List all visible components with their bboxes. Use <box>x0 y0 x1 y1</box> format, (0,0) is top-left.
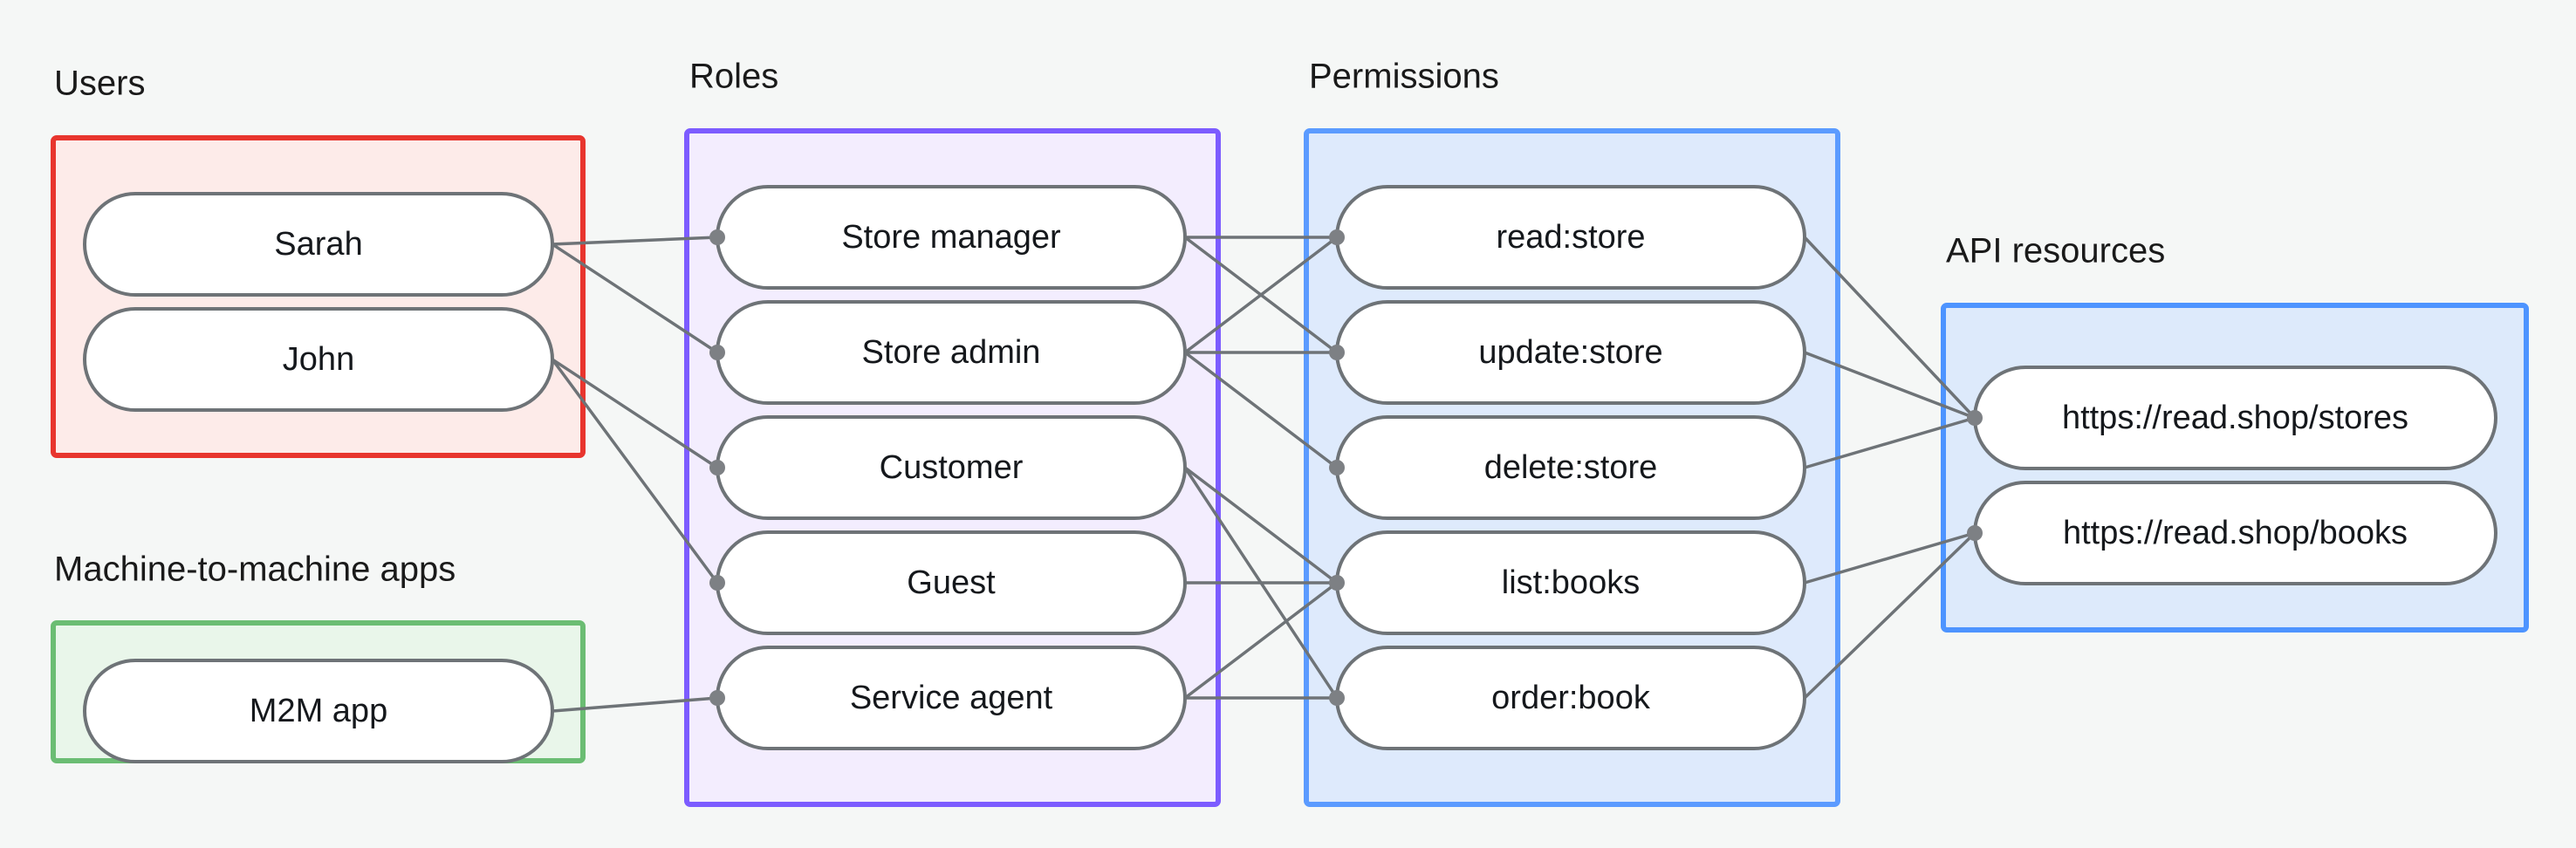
edge-updatest-to-resstore <box>1804 351 1976 420</box>
edge-m2mapp-to-svcagent <box>552 696 718 713</box>
node-label-svcagent: Service agent <box>850 680 1053 716</box>
group-label-roles: Roles <box>689 58 778 96</box>
connector-port-storeadm <box>709 345 725 360</box>
node-label-storemgr: Store manager <box>841 219 1061 256</box>
edge-customer-to-listbk <box>1183 466 1339 585</box>
node-label-readst: read:store <box>1496 219 1645 256</box>
edge-deletest-to-resstore <box>1804 416 1976 469</box>
group-label-m2m: Machine-to-machine apps <box>54 551 456 589</box>
group-label-permissions: Permissions <box>1309 58 1499 96</box>
connector-port-guest <box>709 575 725 591</box>
node-label-customer: Customer <box>880 449 1024 486</box>
node-john[interactable] <box>83 307 554 412</box>
node-label-updatest: update:store <box>1478 334 1662 371</box>
connector-port-storemgr <box>709 229 725 245</box>
node-label-m2mapp: M2M app <box>250 693 387 729</box>
edge-sarah-to-storeadm <box>552 243 718 354</box>
node-label-listbk: list:books <box>1502 564 1640 601</box>
connector-port-resstore <box>1967 410 1983 426</box>
node-label-guest: Guest <box>907 564 996 601</box>
connector-port-listbk <box>1329 575 1345 591</box>
group-label-users: Users <box>54 65 145 103</box>
edge-listbk-to-resbooks <box>1804 531 1976 585</box>
connector-port-updatest <box>1329 345 1345 360</box>
edge-john-to-guest <box>551 358 719 585</box>
node-label-storeadm: Store admin <box>862 334 1041 371</box>
edge-storeadm-to-deletest <box>1183 351 1339 469</box>
connector-port-readst <box>1329 229 1345 245</box>
connector-port-svcagent <box>709 690 725 706</box>
node-m2mapp[interactable] <box>83 659 554 763</box>
edge-orderbk-to-resbooks <box>1803 531 1977 700</box>
connector-port-deletest <box>1329 460 1345 475</box>
edge-readst-to-resstore <box>1803 236 1977 420</box>
edges-layer <box>551 236 1977 713</box>
node-label-deletest: delete:store <box>1484 449 1658 486</box>
connector-port-resbooks <box>1967 525 1983 541</box>
node-label-sarah: Sarah <box>274 226 362 263</box>
connector-port-orderbk <box>1329 690 1345 706</box>
connector-port-customer <box>709 460 725 475</box>
node-label-resbooks: https://read.shop/books <box>2063 515 2408 551</box>
ports-layer <box>709 229 1983 706</box>
edge-svcagent-to-listbk <box>1183 581 1339 700</box>
edge-john-to-customer <box>552 358 718 469</box>
edge-sarah-to-storemgr <box>552 236 718 246</box>
edge-storeadm-to-readst <box>1183 236 1339 354</box>
node-label-orderbk: order:book <box>1491 680 1651 716</box>
group-label-api: API resources <box>1946 232 2165 270</box>
node-label-resstore: https://read.shop/stores <box>2062 400 2408 436</box>
node-label-john: John <box>283 341 354 378</box>
node-sarah[interactable] <box>83 192 554 297</box>
